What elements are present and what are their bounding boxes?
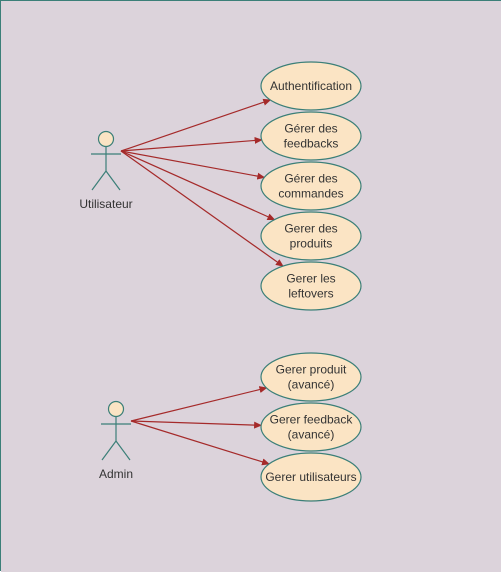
use-case-ellipse[interactable] — [260, 161, 362, 211]
use-case-ellipse[interactable] — [260, 452, 362, 502]
actor-label: Admin — [99, 467, 133, 481]
use-case-ellipse[interactable] — [260, 211, 362, 261]
actor-label: Utilisateur — [79, 197, 132, 211]
use-case-label: produits — [290, 237, 333, 251]
actor-head — [107, 400, 125, 418]
actor-leg-right — [105, 170, 121, 191]
association-utilisateur-gerer-feedbacks — [120, 136, 263, 152]
use-case-label: Gerer produit — [276, 363, 347, 377]
actor-leg-left — [91, 170, 107, 191]
actor-admin: Admin — [99, 400, 133, 481]
association-admin-gerer-feedback-avance — [130, 420, 263, 429]
use-case-ellipse[interactable] — [260, 402, 362, 452]
use-case-label: Authentification — [270, 79, 352, 93]
use-case-label: Gerer des — [284, 222, 337, 236]
actor-utilisateur: Utilisateur — [79, 130, 133, 211]
association-admin-gerer-produit-avance — [130, 386, 268, 422]
use-case-label: Gérer des — [284, 172, 337, 186]
use-case-label: commandes — [278, 187, 343, 201]
association-utilisateur-gerer-leftovers — [120, 150, 284, 267]
use-case-label: Gérer des — [284, 122, 337, 136]
use-case-authentification[interactable]: Authentification — [260, 61, 362, 111]
association-admin-gerer-utilisateurs — [130, 420, 270, 466]
associations — [120, 98, 284, 466]
use-case-ellipse[interactable] — [260, 261, 362, 311]
use-case-gerer-utilisateurs[interactable]: Gerer utilisateurs — [260, 452, 362, 502]
use-case-gerer-feedback-avance[interactable]: Gerer feedback(avancé) — [260, 402, 362, 452]
use-case-label: leftovers — [288, 287, 333, 301]
use-case-label: (avancé) — [288, 428, 335, 442]
use-case-label: (avancé) — [288, 378, 335, 392]
use-case-label: feedbacks — [284, 137, 339, 151]
use-case-ellipse[interactable] — [260, 352, 362, 402]
use-case-ellipse[interactable] — [260, 61, 362, 111]
actor-head — [97, 130, 115, 148]
use-case-ellipse[interactable] — [260, 111, 362, 161]
use-case-gerer-produit-avance[interactable]: Gerer produit(avancé) — [260, 352, 362, 402]
actor-leg-right — [115, 440, 131, 461]
use-case-label: Gerer utilisateurs — [265, 470, 356, 484]
association-utilisateur-authentification — [120, 98, 272, 152]
use-case-label: Gerer feedback — [270, 413, 354, 427]
association-utilisateur-gerer-produits — [120, 150, 276, 221]
actor-leg-left — [101, 440, 117, 461]
association-utilisateur-gerer-commandes — [120, 150, 266, 180]
use-case-label: Gerer les — [286, 272, 335, 286]
